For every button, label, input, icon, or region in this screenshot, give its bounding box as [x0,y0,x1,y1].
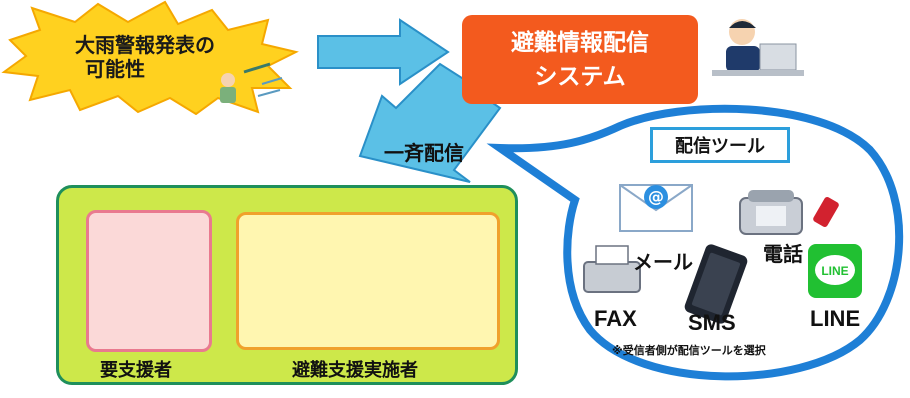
tools-note: ※受信者側が配信ツールを選択 [612,344,766,357]
line-app-icon: LINE [808,244,862,298]
tool-label-sms: SMS [688,310,736,335]
system-line2: システム [534,63,626,90]
telephone-icon [739,190,839,235]
broadcast-label: 一斉配信 [384,141,464,165]
warning-text: 大雨警報発表の 可能性 [30,33,260,81]
tool-label-line: LINE [810,306,861,331]
support-needed-label: 要支援者 [100,360,172,381]
tools-title: 配信ツール [650,127,790,163]
speech-bubble [486,104,904,381]
support-needed-box [86,210,212,352]
tool-label-fax: FAX [594,306,637,331]
arrow-to-system [317,18,450,86]
smartphone-icon [684,244,748,324]
operator-laptop-icon [712,19,804,76]
email-icon: @ [619,184,693,232]
tool-label-email: メール [633,252,693,274]
fax-icon [583,245,641,293]
support-providers-label: 避難支援実施者 [292,360,418,381]
warning-starburst [1,0,299,115]
tool-label-phone: 電話 [763,244,803,266]
distribution-system-box: 避難情報配信 システム [462,15,698,104]
support-providers-box [236,212,500,350]
svg-text:@: @ [648,187,664,206]
warning-line2: 可能性 [85,57,145,81]
rain-person-icon [220,62,283,103]
warning-line1: 大雨警報発表の [75,33,215,57]
system-line1: 避難情報配信 [511,29,649,56]
svg-text:LINE: LINE [821,264,848,278]
